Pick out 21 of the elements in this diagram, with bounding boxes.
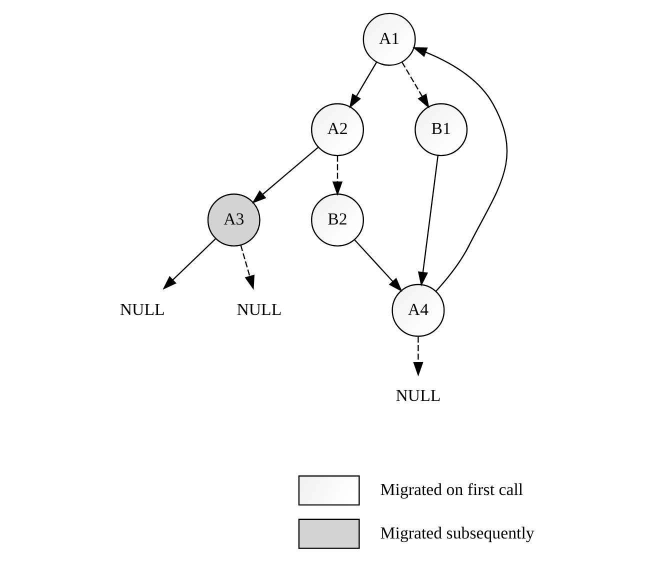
arrow <box>412 47 508 292</box>
arrow <box>417 156 438 286</box>
node-circle: A4 <box>391 284 444 337</box>
legend-label: Migrated on first call <box>380 480 523 499</box>
node-text: NULL <box>395 386 440 405</box>
arrow <box>354 239 402 292</box>
node-circle: A3 <box>206 194 260 247</box>
arrow <box>401 62 429 109</box>
arrow <box>240 245 254 290</box>
arrow <box>332 156 342 196</box>
node-text: NULL <box>119 300 164 319</box>
arrow <box>162 238 216 290</box>
node-circle: B1 <box>414 103 468 156</box>
node-circle: A1 <box>362 12 416 66</box>
arrow <box>348 62 377 109</box>
node-text: NULL <box>236 300 282 319</box>
node-circle: A2 <box>310 103 364 156</box>
arrow <box>412 336 423 377</box>
legend-label: Migrated subsequently <box>380 523 534 542</box>
arrow <box>251 146 318 204</box>
node-circle: B2 <box>310 194 364 247</box>
